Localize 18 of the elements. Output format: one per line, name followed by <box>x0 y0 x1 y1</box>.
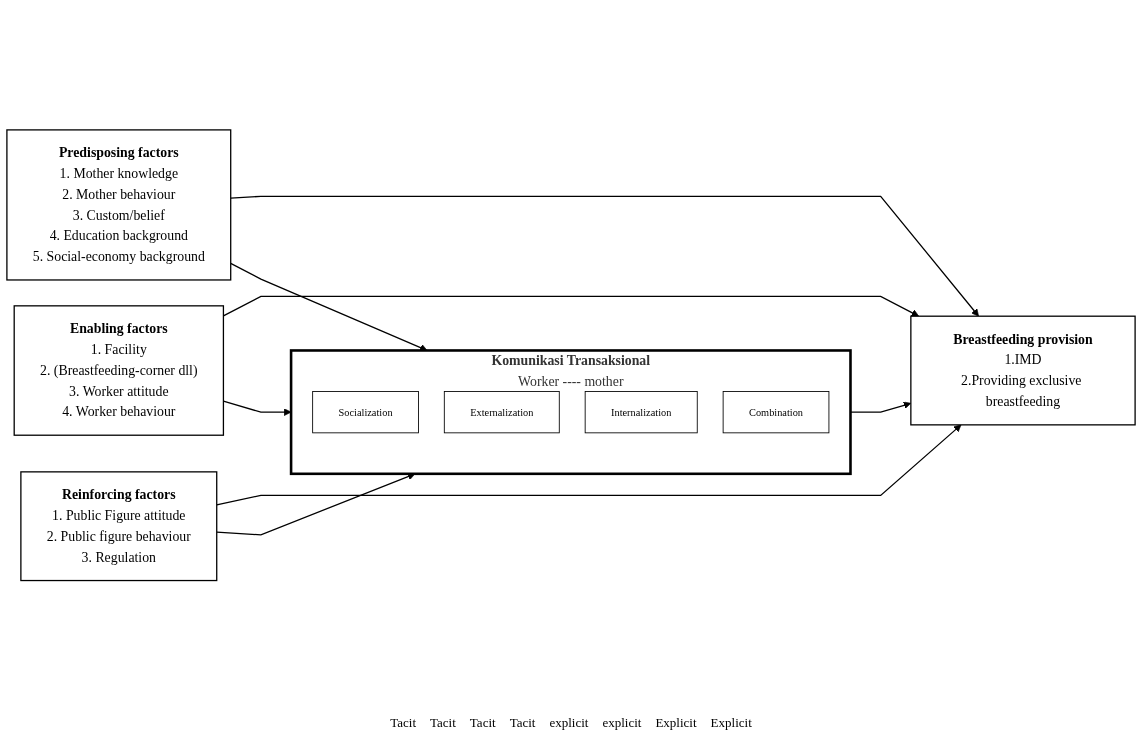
node-box: Enabling factors 1. Facility 2. (Breastfeeding-corner dll) 3. Worker attitude 4. Worker behaviour <box>13 305 225 437</box>
node-box: Externalization <box>443 391 560 434</box>
axis-label: Tacit <box>390 715 417 731</box>
node-box: Predisposing factors 1. Mother knowledge 2. Mother behaviour 3. Custom/belief 4. Education background 5. Social-economy background <box>6 129 232 281</box>
node-box: Internalization <box>584 391 698 434</box>
node-box: Socialization <box>312 391 419 434</box>
axis-label: explicit <box>602 715 642 731</box>
axis-label: explicit <box>549 715 589 731</box>
node-box: Breastfeeding provision 1.IMD 2.Providing exclusive breastfeeding <box>910 315 1136 426</box>
axis-label: Explicit <box>655 715 697 731</box>
axis-label: Tacit <box>509 715 536 731</box>
node-box: Reinforcing factors 1. Public Figure attitude 2. Public figure behaviour 3. Regulation <box>20 471 218 582</box>
arrow <box>230 195 979 317</box>
node-box: Combination <box>722 391 830 434</box>
axis-label: Tacit <box>469 715 496 731</box>
arrow <box>216 424 962 506</box>
axis-label: Explicit <box>710 715 752 731</box>
axis-label: Tacit <box>430 715 456 731</box>
